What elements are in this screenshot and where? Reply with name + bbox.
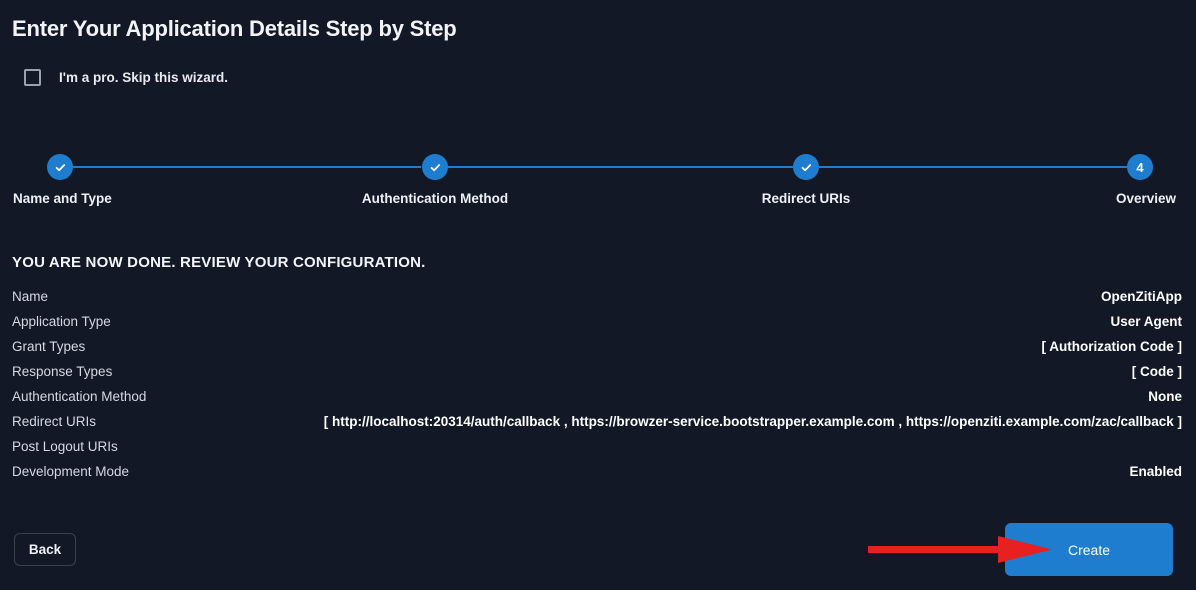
wizard-stepper: Name and Type Authentication Method Redi… (0, 154, 1196, 214)
table-row: Grant Types [ Authorization Code ] (12, 339, 1182, 364)
back-button[interactable]: Back (14, 533, 76, 566)
step-label-authentication-method: Authentication Method (361, 191, 509, 206)
review-value-authentication-method: None (1148, 389, 1182, 404)
step-connector-1 (73, 166, 421, 168)
step-label-name-and-type: Name and Type (13, 191, 112, 206)
review-value-application-type: User Agent (1110, 314, 1182, 329)
step-number-4: 4 (1136, 159, 1144, 175)
table-row: Response Types [ Code ] (12, 364, 1182, 389)
review-value-name: OpenZitiApp (1101, 289, 1182, 304)
table-row: Post Logout URIs (12, 439, 1182, 464)
step-label-overview: Overview (1115, 191, 1176, 206)
page-title: Enter Your Application Details Step by S… (12, 16, 457, 41)
review-key-development-mode: Development Mode (12, 464, 130, 479)
create-button[interactable]: Create (1005, 523, 1173, 576)
table-row: Development Mode Enabled (12, 464, 1182, 489)
table-row: Redirect URIs [ http://localhost:20314/a… (12, 414, 1182, 439)
review-summary-list: Name OpenZitiApp Application Type User A… (12, 289, 1182, 489)
table-row: Authentication Method None (12, 389, 1182, 414)
table-row: Name OpenZitiApp (12, 289, 1182, 314)
review-key-application-type: Application Type (12, 314, 111, 329)
review-value-development-mode: Enabled (1129, 464, 1182, 479)
step-label-redirect-uris: Redirect URIs (761, 191, 851, 206)
skip-wizard-label: I'm a pro. Skip this wizard. (59, 70, 228, 85)
step-connector-2 (448, 166, 793, 168)
check-icon (793, 154, 819, 180)
review-key-post-logout-uris: Post Logout URIs (12, 439, 118, 454)
step-connector-3 (819, 166, 1127, 168)
review-key-response-types: Response Types (12, 364, 113, 379)
table-row: Application Type User Agent (12, 314, 1182, 339)
skip-wizard-row[interactable]: I'm a pro. Skip this wizard. (24, 69, 228, 86)
review-value-response-types: [ Code ] (1131, 364, 1182, 379)
skip-wizard-checkbox[interactable] (24, 69, 41, 86)
step-number-badge: 4 (1127, 154, 1153, 180)
review-heading: YOU ARE NOW DONE. REVIEW YOUR CONFIGURAT… (12, 254, 426, 271)
review-key-redirect-uris: Redirect URIs (12, 414, 97, 429)
check-icon (47, 154, 73, 180)
review-key-grant-types: Grant Types (12, 339, 86, 354)
review-value-redirect-uris: [ http://localhost:20314/auth/callback ,… (323, 414, 1182, 429)
review-key-name: Name (12, 289, 49, 304)
review-value-grant-types: [ Authorization Code ] (1041, 339, 1182, 354)
check-icon (422, 154, 448, 180)
review-key-authentication-method: Authentication Method (12, 389, 147, 404)
